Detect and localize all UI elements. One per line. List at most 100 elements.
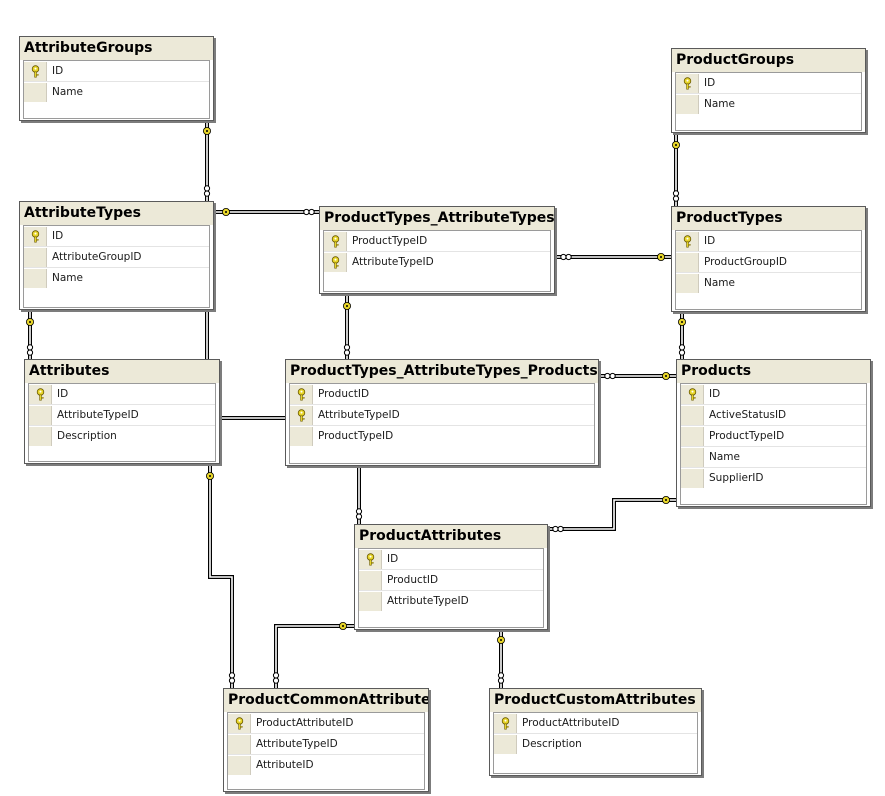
column-row[interactable]: ID [676,73,861,94]
row-selector [681,426,704,446]
column-name: ProductID [387,574,439,586]
column-row[interactable]: ID [359,549,543,570]
column-row[interactable]: ProductTypeID [290,426,594,446]
row-selector [29,426,52,446]
column-row[interactable]: AttributeTypeID [29,405,215,426]
column-name: Description [522,738,582,750]
column-row[interactable]: Description [494,734,697,754]
row-selector [290,426,313,446]
column-row[interactable]: AttributeTypeID [290,405,594,426]
column-name: Name [709,451,740,463]
relationship-line[interactable] [25,310,34,359]
many-end-infinity-icon [552,525,564,533]
column-row[interactable]: ProductID [290,384,594,405]
many-end-infinity-icon [228,672,236,684]
many-end-infinity-icon [272,672,280,684]
column-name: AttributeTypeID [352,256,434,268]
table-title[interactable]: ProductCommonAttributes [224,689,428,712]
column-row[interactable]: Name [24,82,209,102]
many-end-infinity-icon [203,185,211,197]
relationship-line[interactable] [555,252,671,261]
primary-key-icon [676,73,699,93]
many-end-infinity-icon [497,672,505,684]
column-name: ID [709,388,721,400]
table-title[interactable]: AttributeGroups [20,37,213,60]
column-grid: ID Name [23,60,210,119]
column-row[interactable]: ID [681,384,866,405]
relationship-line[interactable] [496,630,505,688]
many-end-infinity-icon [560,253,572,261]
column-name: ActiveStatusID [709,409,787,421]
column-row[interactable]: Name [676,94,861,114]
column-row[interactable]: AttributeTypeID [228,734,424,755]
relationship-line[interactable] [205,464,236,688]
column-row[interactable]: ProductAttributeID [228,713,424,734]
column-row[interactable]: ProductAttributeID [494,713,697,734]
many-end-infinity-icon [672,190,680,202]
table-title[interactable]: ProductCustomAttributes [490,689,701,712]
row-selector [29,405,52,425]
relationship-line[interactable] [342,294,351,359]
column-row[interactable]: ID [24,61,209,82]
relationship-line[interactable] [202,121,211,201]
table-title[interactable]: AttributeTypes [20,202,213,225]
column-row[interactable]: Description [29,426,215,446]
column-name: AttributeTypeID [57,409,139,421]
column-row[interactable]: ID [29,384,215,405]
row-selector [681,468,704,488]
relationship-line[interactable] [599,371,676,380]
column-row[interactable]: Name [24,268,209,288]
column-row[interactable]: ActiveStatusID [681,405,866,426]
table-title[interactable]: Products [677,360,870,383]
column-name: AttributeID [256,759,314,771]
column-row[interactable]: ID [24,226,209,247]
table-title[interactable]: ProductTypes_AttributeTypes [320,207,554,230]
one-end-key-icon [657,252,666,261]
relationship-line[interactable] [272,622,354,688]
column-row[interactable]: AttributeTypeID [324,252,550,272]
table-title[interactable]: ProductAttributes [355,525,547,548]
table-title[interactable]: Attributes [25,360,219,383]
relationship-line[interactable] [548,495,676,533]
relationship-line[interactable] [355,466,363,524]
column-row[interactable]: AttributeGroupID [24,247,209,268]
column-row[interactable]: ID [676,231,861,252]
column-grid: ID AttributeTypeID Description [28,383,216,462]
column-row[interactable]: ProductGroupID [676,252,861,273]
primary-key-icon [29,384,52,404]
primary-key-icon [324,252,347,272]
relationship-line[interactable] [672,133,681,206]
column-name: Name [52,86,83,98]
table-title[interactable]: ProductTypes_AttributeTypes_Products [286,360,598,383]
column-row[interactable]: ProductTypeID [324,231,550,252]
column-name: ProductGroupID [704,256,788,268]
column-row[interactable]: AttributeTypeID [359,591,543,611]
column-row[interactable]: Name [681,447,866,468]
column-name: ProductTypeID [318,430,394,442]
column-grid: ProductAttributeID Description [493,712,698,774]
column-row[interactable]: SupplierID [681,468,866,488]
column-row[interactable]: Name [676,273,861,293]
row-selector [228,755,251,775]
column-row[interactable]: AttributeID [228,755,424,775]
column-row[interactable]: ProductTypeID [681,426,866,447]
column-name: AttributeGroupID [52,251,142,263]
relationship-line[interactable] [214,207,319,216]
table-title[interactable]: ProductTypes [672,207,865,230]
table-title[interactable]: ProductGroups [672,49,865,72]
column-row[interactable]: ProductID [359,570,543,591]
relationship-line[interactable] [678,312,687,359]
one-end-key-icon [678,317,687,326]
